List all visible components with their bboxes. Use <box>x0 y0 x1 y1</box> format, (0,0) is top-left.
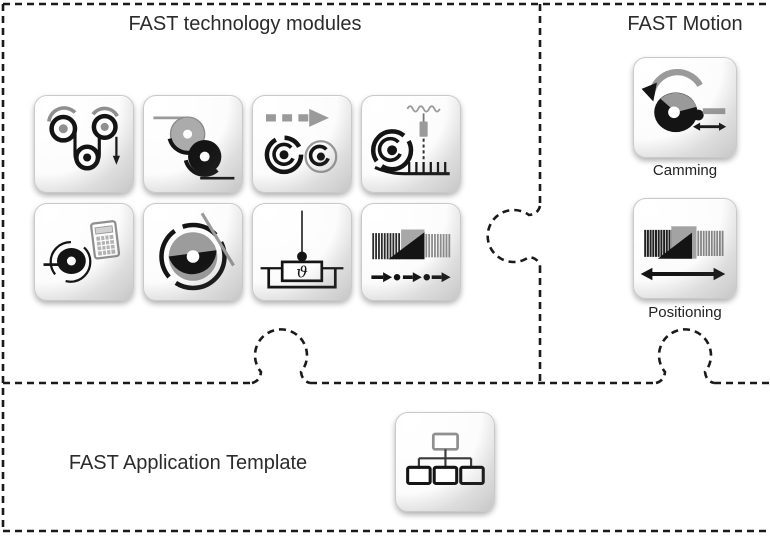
nip-rollers-icon <box>153 116 235 180</box>
dancer-tension-icon: ϑ <box>260 210 344 289</box>
motion-box-title: FAST Motion <box>627 13 743 35</box>
tile-dancer-tension: ϑ <box>252 203 352 301</box>
tile-camming <box>633 57 737 158</box>
vertical-divider-knob <box>486 205 542 267</box>
positioning-spindle-icon <box>640 226 726 281</box>
roll-diameter-calculator-icon <box>43 220 121 283</box>
tile-application-template <box>395 412 495 512</box>
cross-cutter-icon <box>370 105 450 176</box>
unwind-web-rollers-icon <box>47 106 120 171</box>
camming-label: Camming <box>652 162 718 179</box>
positioning-label: Positioning <box>648 304 722 321</box>
tile-positioning <box>633 198 737 299</box>
tile-unwind-web-rollers <box>34 95 134 193</box>
tile-gearing-coupling <box>361 203 461 301</box>
camming-cam-disc-icon <box>641 69 727 133</box>
tile-roll-diameter-calculator <box>34 203 134 301</box>
modules-box-title: FAST technology modules <box>128 13 362 35</box>
winder-diameter-icon <box>159 212 235 291</box>
tile-nip-rollers <box>143 95 243 193</box>
horizontal-divider-knob-right <box>655 328 715 385</box>
theta-symbol: ϑ <box>296 263 308 282</box>
tile-winder-diameter <box>143 203 243 301</box>
tile-cross-cutter <box>361 95 461 193</box>
application-box-title: FAST Application Template <box>68 452 308 474</box>
gearing-coupling-icon <box>371 229 451 283</box>
horizontal-divider-knob-left <box>251 328 311 385</box>
synchronized-axes-icon <box>264 108 338 175</box>
org-chart-icon <box>406 432 485 486</box>
tile-synchronized-axes <box>252 95 352 193</box>
